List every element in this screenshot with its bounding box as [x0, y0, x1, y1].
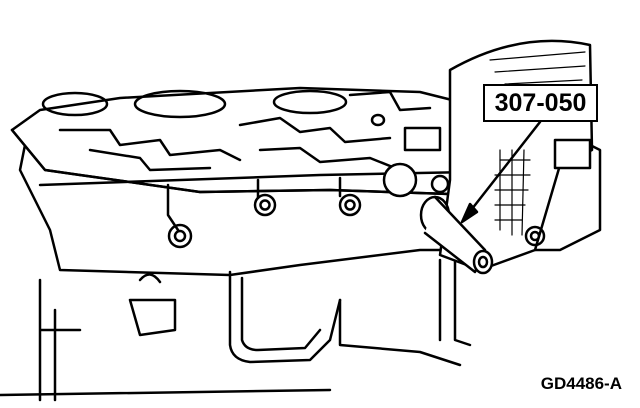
side-bracket — [553, 138, 592, 170]
callout-arrowhead — [460, 202, 479, 224]
bolt-lugs — [166, 162, 450, 249]
valve-bore-3 — [272, 89, 348, 115]
fluid-passage-2 — [88, 148, 212, 172]
left-clip — [128, 298, 177, 337]
fluid-passage-1 — [58, 128, 242, 162]
mesh-hatching — [489, 51, 586, 236]
figure-id: GD4486-A — [540, 374, 622, 393]
fluid-passage-3 — [238, 116, 392, 144]
fluid-passage-4 — [258, 146, 402, 172]
valve-bore-2 — [133, 89, 227, 119]
frame-bottom — [0, 298, 462, 397]
lower-post — [438, 258, 472, 347]
lower-bracket — [228, 270, 342, 364]
valve-bore-1 — [41, 91, 109, 117]
pan-rail — [38, 170, 472, 187]
tool-callout-label: 307-050 — [483, 84, 598, 122]
left-linkage — [38, 278, 82, 402]
valve-block — [403, 126, 442, 152]
callout-leader — [466, 120, 542, 216]
side-bolt — [524, 225, 546, 247]
bolt-hole — [370, 113, 386, 127]
tool-307-050 — [419, 195, 494, 275]
fluid-passage-5 — [348, 90, 432, 112]
